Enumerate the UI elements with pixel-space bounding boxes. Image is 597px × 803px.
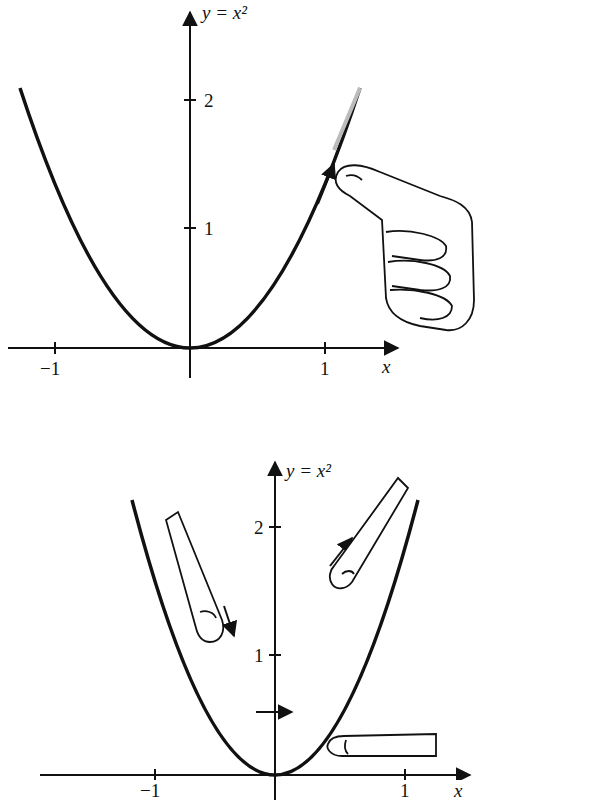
- graph-stroke: [184, 227, 196, 229]
- graph-stroke: [224, 606, 234, 636]
- graph-stroke: [166, 512, 223, 642]
- tick-label: −1: [38, 358, 62, 379]
- tick-label: 2: [252, 517, 266, 538]
- function-label: y = x²: [284, 460, 333, 481]
- graph-stroke: [274, 462, 276, 800]
- graph-stroke: [184, 99, 196, 101]
- graph-stroke: [330, 478, 408, 588]
- graph-stroke: [390, 290, 452, 320]
- graph-stroke: [345, 740, 348, 754]
- graph-stroke: [328, 734, 436, 756]
- tick-label: 1: [252, 645, 266, 666]
- bottom-graph: [40, 462, 470, 800]
- tick-label: 1: [318, 358, 332, 379]
- graph-stroke: [269, 654, 281, 656]
- graph-stroke: [342, 571, 354, 574]
- pointing-hand: [336, 165, 474, 330]
- axis-label: x: [452, 780, 464, 801]
- pointing-fingers: [166, 478, 436, 756]
- tick-label: 1: [202, 218, 216, 239]
- tick-label: 2: [202, 90, 216, 111]
- graph-stroke: [386, 231, 446, 261]
- tick-label: −1: [138, 780, 162, 801]
- graph-stroke: [318, 164, 334, 204]
- tick-label: 1: [398, 780, 412, 801]
- graph-stroke: [336, 165, 474, 330]
- graph-stroke: [54, 342, 56, 354]
- graph-stroke: [388, 261, 450, 291]
- graph-stroke: [256, 711, 292, 713]
- axis-label: x: [380, 356, 392, 377]
- graph-stroke: [334, 88, 360, 150]
- graph-stroke: [324, 342, 326, 354]
- graph-stroke: [269, 526, 281, 528]
- top-graph: [8, 12, 398, 378]
- graph-stroke: [200, 611, 216, 618]
- function-label: y = x²: [200, 2, 249, 23]
- graph-stroke: [20, 88, 360, 348]
- graph-stroke: [346, 175, 362, 180]
- graph-stroke: [189, 12, 191, 378]
